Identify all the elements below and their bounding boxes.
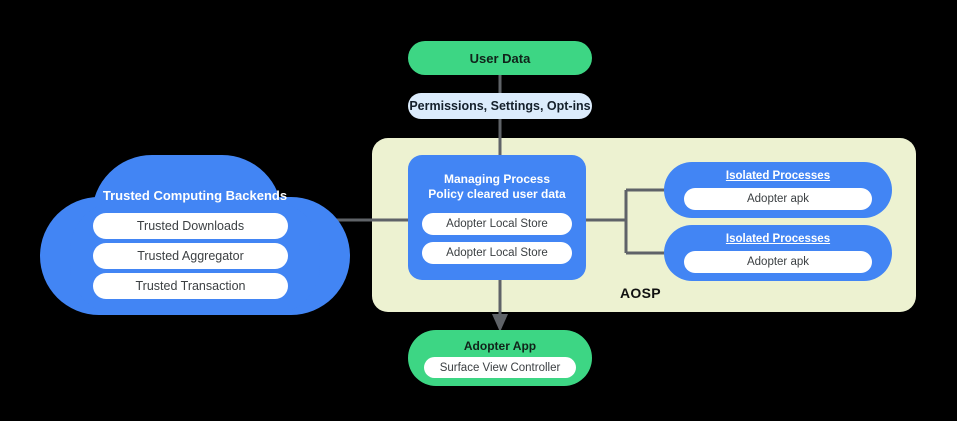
cloud-item-trusted-aggregator[interactable]: Trusted Aggregator <box>93 243 288 269</box>
permissions-settings-optins-node[interactable]: Permissions, Settings, Opt-ins <box>408 93 592 119</box>
cloud-item-trusted-transaction[interactable]: Trusted Transaction <box>93 273 288 299</box>
adopter-apk-1[interactable]: Adopter apk <box>684 188 872 210</box>
adopter-app-title: Adopter App <box>463 339 537 353</box>
cloud-title: Trusted Computing Backends <box>102 188 288 203</box>
user-data-node[interactable]: User Data <box>408 41 592 75</box>
isolated-process-title-2: Isolated Processes <box>725 233 831 245</box>
isolated-process-title-1: Isolated Processes <box>725 170 831 182</box>
surface-view-controller[interactable]: Surface View Controller <box>424 357 576 378</box>
managing-process-title: Managing Process Policy cleared user dat… <box>408 172 586 202</box>
managing-process-node[interactable]: Managing Process Policy cleared user dat… <box>408 155 586 280</box>
adopter-local-store-1[interactable]: Adopter Local Store <box>422 213 572 235</box>
adopter-local-store-2[interactable]: Adopter Local Store <box>422 242 572 264</box>
aosp-label: AOSP <box>620 285 661 301</box>
cloud-item-trusted-downloads[interactable]: Trusted Downloads <box>93 213 288 239</box>
managing-process-title-line2: Policy cleared user data <box>428 187 566 201</box>
adopter-app-node[interactable]: Adopter App Surface View Controller <box>408 330 592 386</box>
managing-process-title-line1: Managing Process <box>443 172 551 186</box>
adopter-apk-2[interactable]: Adopter apk <box>684 251 872 273</box>
isolated-process-node-1[interactable]: Isolated Processes Adopter apk <box>664 162 892 218</box>
isolated-process-node-2[interactable]: Isolated Processes Adopter apk <box>664 225 892 281</box>
trusted-computing-backends-cloud: Trusted Computing Backends Trusted Downl… <box>40 155 350 315</box>
